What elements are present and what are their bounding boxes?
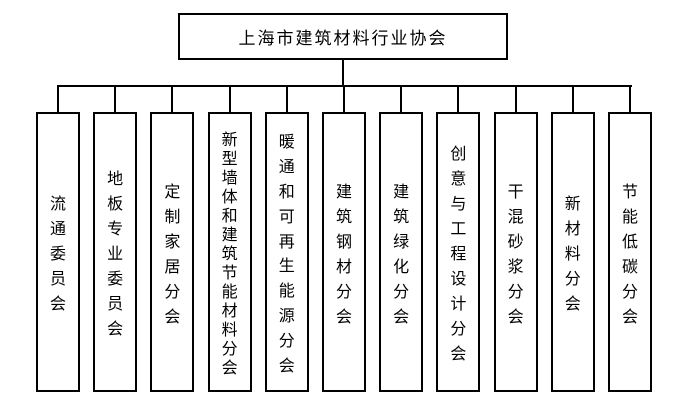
connector-drop <box>514 85 517 113</box>
connector-drop <box>57 85 59 113</box>
branch-label: 流通委员会 <box>49 196 66 313</box>
branch-label: 节能低碳分会 <box>621 183 638 326</box>
branch-label: 暖通和可再生能源分会 <box>278 134 295 375</box>
root-org-box: 上海市建筑材料行业协会 <box>178 13 508 60</box>
connector-drop <box>400 85 403 113</box>
branch-box: 定制家居分会 <box>150 112 195 392</box>
branch-box: 地板专业委员会 <box>93 112 138 392</box>
branch-label: 建筑绿化分会 <box>393 183 410 326</box>
branch-box: 新型墙体和建筑节能材料分会 <box>207 112 252 392</box>
branch-label: 创意与工程设计分会 <box>450 146 467 363</box>
branch-label: 定制家居分会 <box>164 183 181 326</box>
connector-drop <box>571 85 574 113</box>
branch-box: 建筑绿化分会 <box>379 112 424 392</box>
connector-drop <box>629 85 631 113</box>
branch-box: 暖通和可再生能源分会 <box>264 112 309 392</box>
branch-box: 建筑钢材分会 <box>322 112 366 392</box>
branch-box: 干混砂浆分会 <box>493 112 538 392</box>
branch-label: 干混砂浆分会 <box>507 183 524 326</box>
branch-label: 新材料分会 <box>564 196 581 313</box>
connector-drop <box>228 85 231 113</box>
branch-label: 新型墙体和建筑节能材料分会 <box>221 131 238 378</box>
connector-stem <box>342 58 344 86</box>
connector-drop <box>285 85 288 113</box>
connector-drop <box>343 85 345 113</box>
branch-box: 创意与工程设计分会 <box>436 112 481 392</box>
branch-label: 地板专业委员会 <box>107 171 124 338</box>
branch-label: 建筑钢材分会 <box>335 183 352 326</box>
branch-box: 新材料分会 <box>550 112 595 392</box>
root-org-label: 上海市建筑材料行业协会 <box>238 29 448 48</box>
branch-box: 流通委员会 <box>36 112 80 392</box>
connector-drop <box>171 85 174 113</box>
connector-drop <box>114 85 117 113</box>
branch-box: 节能低碳分会 <box>608 112 652 392</box>
connector-drop <box>457 85 460 113</box>
